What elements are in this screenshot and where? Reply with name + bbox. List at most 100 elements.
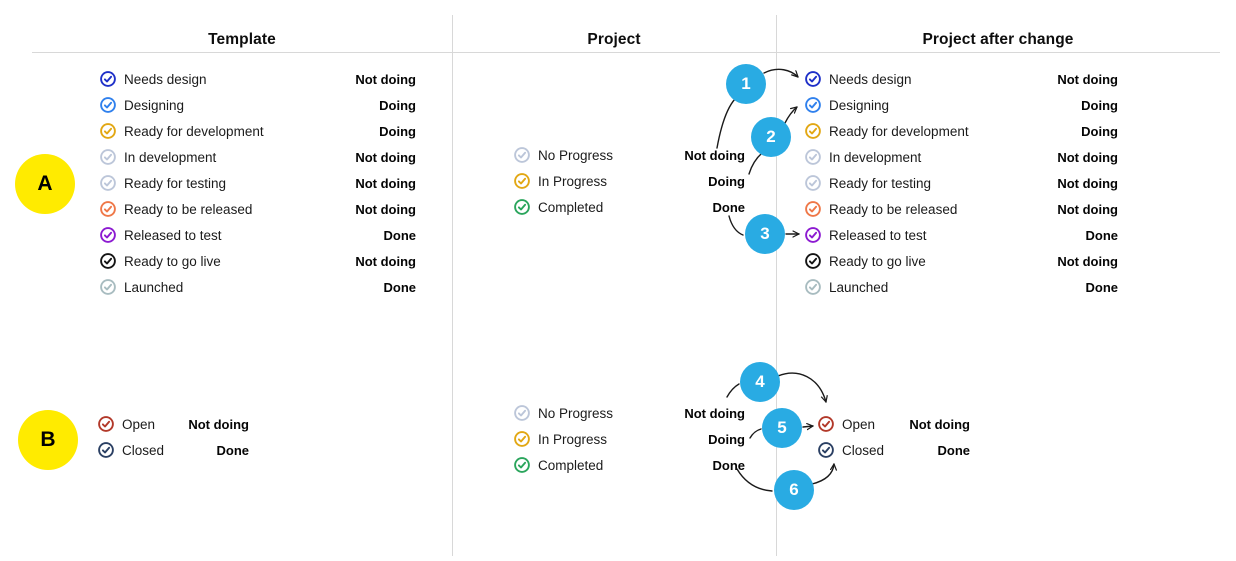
- status-name: In Progress: [538, 431, 608, 447]
- status-name: In development: [124, 149, 217, 165]
- status-name: Needs design: [124, 71, 207, 87]
- check-circle-icon: [100, 97, 116, 113]
- status-row: Designing Doing: [805, 92, 1118, 118]
- template-status-list-b: Open Not doing Closed Done: [98, 411, 249, 463]
- status-mapping: Not doing: [684, 405, 745, 421]
- status-mapping: Done: [1085, 227, 1119, 243]
- status-mapping: Doing: [379, 123, 416, 139]
- section-marker-a: A: [15, 154, 75, 214]
- status-row: Launched Done: [100, 274, 416, 300]
- status-mapping: Not doing: [355, 201, 416, 217]
- status-row: No Progress Not doing: [514, 142, 745, 168]
- status-name: Ready to go live: [124, 253, 221, 269]
- check-circle-icon: [100, 201, 116, 217]
- status-row: Completed Done: [514, 452, 745, 478]
- status-mapping: Not doing: [1057, 253, 1118, 269]
- arrow-2-out: [784, 106, 798, 124]
- status-name: Closed: [842, 442, 885, 458]
- status-row: In development Not doing: [100, 144, 416, 170]
- arrow-4-in: [726, 383, 740, 398]
- status-name: Ready for development: [829, 123, 969, 139]
- check-circle-icon: [514, 173, 530, 189]
- status-mapping: Not doing: [684, 147, 745, 163]
- arrow-5-out: [802, 426, 814, 427]
- status-row: In development Not doing: [805, 144, 1118, 170]
- callout-3: 3: [745, 214, 785, 254]
- arrow-5-in: [749, 428, 762, 439]
- check-circle-icon: [100, 279, 116, 295]
- column-header-template: Template: [208, 31, 276, 48]
- status-name: Ready to be released: [124, 201, 253, 217]
- check-circle-icon: [98, 416, 114, 432]
- check-circle-icon: [805, 149, 821, 165]
- project-after-change-status-list: Needs design Not doing Designing Doing R…: [805, 66, 1118, 300]
- check-circle-icon: [100, 253, 116, 269]
- check-circle-icon: [514, 405, 530, 421]
- status-row: Closed Done: [98, 437, 249, 463]
- status-mapping: Not doing: [1057, 71, 1118, 87]
- arrow-1-out: [763, 68, 799, 78]
- status-mapping: Doing: [379, 97, 416, 113]
- callout-6: 6: [774, 470, 814, 510]
- check-circle-icon: [805, 253, 821, 269]
- status-row: In Progress Doing: [514, 426, 745, 452]
- status-row: Ready to be released Not doing: [100, 196, 416, 222]
- check-circle-icon: [805, 97, 821, 113]
- status-row: Ready for testing Not doing: [100, 170, 416, 196]
- check-circle-icon: [514, 431, 530, 447]
- status-row: Open Not doing: [98, 411, 249, 437]
- status-name: Open: [122, 416, 156, 432]
- status-mapping: Not doing: [188, 416, 249, 432]
- check-circle-icon: [818, 442, 834, 458]
- status-name: Needs design: [829, 71, 912, 87]
- status-mapping: Not doing: [1057, 201, 1118, 217]
- check-circle-icon: [805, 201, 821, 217]
- status-name: Released to test: [829, 227, 927, 243]
- status-name: Designing: [124, 97, 185, 113]
- status-name: In development: [829, 149, 922, 165]
- callout-2: 2: [751, 117, 791, 157]
- status-name: Closed: [122, 442, 165, 458]
- status-name: Ready for testing: [124, 175, 227, 191]
- status-name: Ready for development: [124, 123, 264, 139]
- status-mapping: Done: [712, 199, 746, 215]
- status-row: Ready to go live Not doing: [805, 248, 1118, 274]
- check-circle-icon: [98, 442, 114, 458]
- status-row: Ready for development Doing: [805, 118, 1118, 144]
- status-mapping: Doing: [708, 431, 745, 447]
- status-mapping: Not doing: [355, 175, 416, 191]
- check-circle-icon: [100, 71, 116, 87]
- status-name: No Progress: [538, 405, 614, 421]
- status-name: Released to test: [124, 227, 222, 243]
- section-marker-b: B: [18, 410, 78, 470]
- status-name: Launched: [124, 279, 184, 295]
- check-circle-icon: [100, 123, 116, 139]
- status-mapping: Not doing: [355, 253, 416, 269]
- status-mapping: Done: [712, 457, 746, 473]
- status-row: Released to test Done: [805, 222, 1118, 248]
- check-circle-icon: [805, 123, 821, 139]
- status-row: Designing Doing: [100, 92, 416, 118]
- status-mapping: Not doing: [1057, 175, 1118, 191]
- status-row: Launched Done: [805, 274, 1118, 300]
- status-mapping: Done: [383, 279, 417, 295]
- check-circle-icon: [805, 71, 821, 87]
- arrow-1-in: [716, 98, 736, 149]
- status-row: Released to test Done: [100, 222, 416, 248]
- column-header-project: Project: [587, 31, 641, 48]
- status-name: Completed: [538, 199, 604, 215]
- check-circle-icon: [805, 279, 821, 295]
- status-mapping: Done: [937, 442, 971, 458]
- callout-5: 5: [762, 408, 802, 448]
- arrow-2-in: [748, 152, 763, 175]
- status-mapping: Not doing: [355, 71, 416, 87]
- status-mapping: Not doing: [355, 149, 416, 165]
- status-row: Ready for testing Not doing: [805, 170, 1118, 196]
- template-status-list: Needs design Not doing Designing Doing R…: [100, 66, 416, 300]
- status-name: Ready for testing: [829, 175, 932, 191]
- status-mapping: Doing: [708, 173, 745, 189]
- status-row: Needs design Not doing: [100, 66, 416, 92]
- status-row: Closed Done: [818, 437, 970, 463]
- status-mapping: Doing: [1081, 97, 1118, 113]
